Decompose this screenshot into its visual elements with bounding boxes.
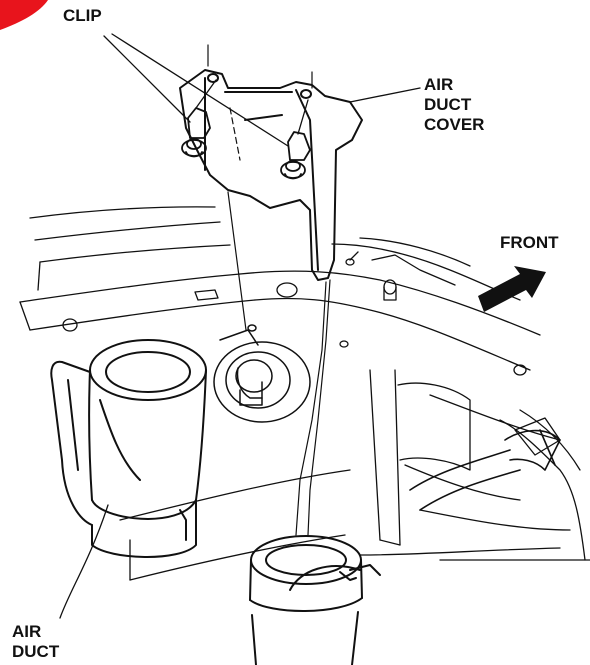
lower-duct: [249, 535, 381, 665]
air-duct-label-line-1: AIR: [12, 622, 42, 641]
blower-unit: [213, 324, 311, 423]
front-arrow: [478, 266, 546, 312]
clip-right: [280, 131, 311, 180]
clip-label: CLIP: [63, 6, 102, 25]
air-duct-cover-label-line-3: COVER: [424, 115, 485, 134]
duct-leader: [59, 504, 109, 619]
air-duct-cover-label: AIR DUCT COVER: [424, 75, 484, 135]
air-duct-label-line-2: DUCT: [12, 642, 60, 661]
air-duct-cover-label-line-2: DUCT: [424, 95, 472, 114]
vehicle-frame: [19, 206, 590, 581]
cover-leader: [349, 87, 421, 103]
air-duct-cover-label-line-1: AIR: [424, 75, 454, 94]
clip-leaders: [103, 33, 309, 147]
air-duct-label: AIR DUCT: [12, 622, 59, 662]
clip-left: [181, 107, 211, 158]
air-duct: [50, 339, 207, 558]
air-duct-cover: [179, 44, 363, 281]
coolant-hose: [409, 429, 561, 511]
front-label: FRONT: [500, 233, 559, 252]
guide-lines: [227, 191, 331, 536]
corner-stamp: [0, 0, 48, 30]
